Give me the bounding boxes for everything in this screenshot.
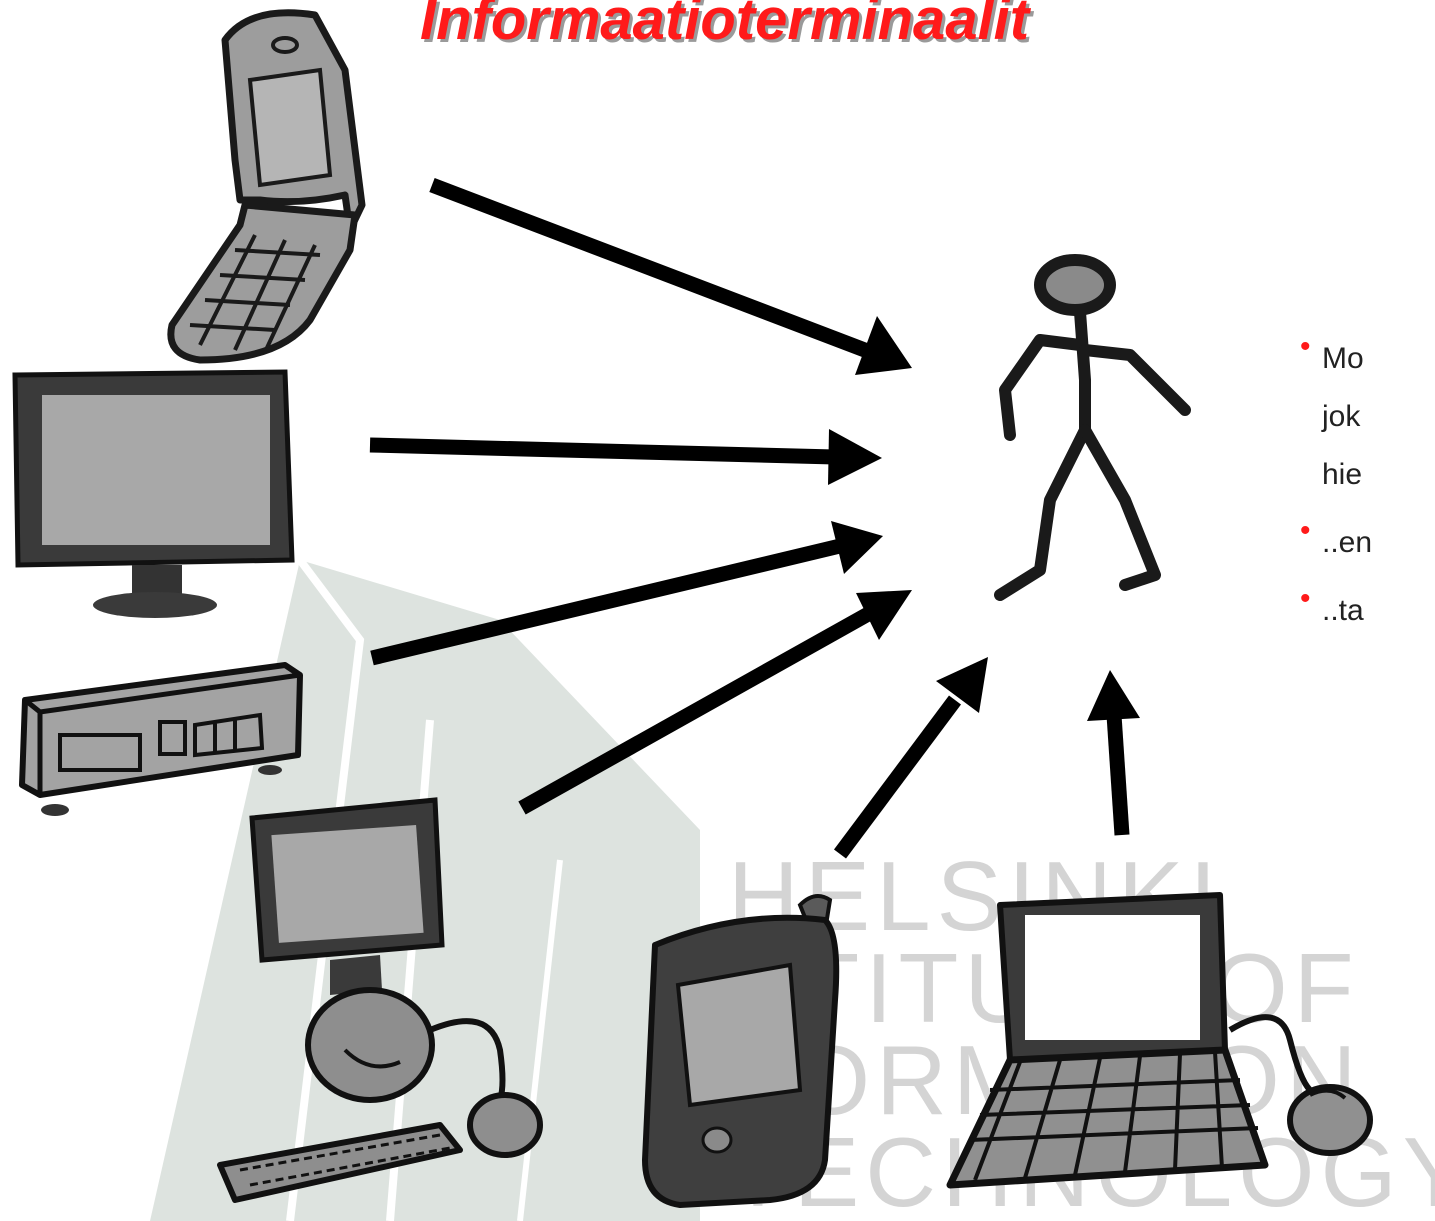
pda-icon <box>645 896 836 1205</box>
bullet-list: • Mo jok hie • ..en • ..ta <box>1300 330 1435 640</box>
flip-phone-icon <box>171 13 362 360</box>
arrow <box>372 521 883 658</box>
bullet-line: hie <box>1322 446 1435 504</box>
bullet-item: • ..en <box>1300 514 1435 572</box>
bullet-item: • ..ta <box>1300 582 1435 640</box>
bullet-line: Mo <box>1322 330 1435 388</box>
laptop-icon <box>950 895 1370 1185</box>
arrow <box>370 429 882 485</box>
bullet-item: • Mo jok hie <box>1300 330 1435 504</box>
arrow <box>432 185 912 375</box>
monitor-icon <box>15 372 292 618</box>
bullet-line: jok <box>1322 388 1435 446</box>
arrow <box>840 657 988 854</box>
set-top-box-icon <box>22 665 300 816</box>
stick-figure-icon <box>1000 260 1185 595</box>
bullet-line: ..ta <box>1322 582 1435 640</box>
desktop-computer-icon <box>220 800 540 1200</box>
arrow <box>1087 670 1140 835</box>
arrow <box>522 590 912 808</box>
bullet-dot-icon: • <box>1300 330 1311 364</box>
bullet-dot-icon: • <box>1300 582 1311 616</box>
bullet-line: ..en <box>1322 514 1435 572</box>
bullet-dot-icon: • <box>1300 514 1311 548</box>
